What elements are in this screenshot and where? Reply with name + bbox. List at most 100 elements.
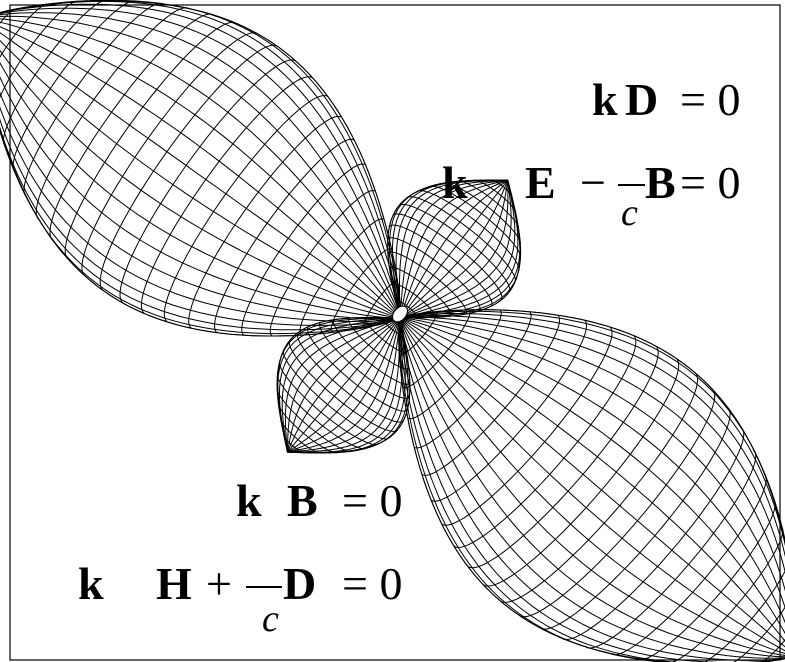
lobe-upper-small-meridian [399,180,509,319]
lobe-lower-right-meridian [398,317,785,662]
lobe-upper-small-meridian [387,179,508,319]
lobe-upper-left-meridian [0,127,401,337]
lobe-upper-small-meridian [399,179,508,319]
lobe-upper-small-meridian [399,180,512,319]
eq3-rhs: = 0 [342,475,402,526]
eq4-operator: + [206,558,232,609]
lobe-upper-small-meridian [399,179,521,319]
lobe-upper-left-meridian [0,62,401,319]
lobe-lower-small-meridian [287,317,401,453]
eq4-field: H [156,558,192,609]
lobe-lower-small-meridian [279,317,401,453]
lobe-upper-left-meridian [0,91,401,320]
lobe-upper-left-meridian [0,7,401,319]
lobe-upper-small-meridian [399,179,516,319]
eq4-c: c [262,598,279,640]
lobe-lower-right-meridian [399,316,785,574]
lobe-lower-small-meridian [287,317,401,453]
lobe-upper-left-meridian [0,0,401,319]
lobe-lower-right-meridian [399,309,785,545]
lobe-upper-left-meridian [0,129,401,335]
eq2-c: c [621,192,638,234]
lobe-lower-small-meridian [287,317,401,453]
lobe-lower-small-meridian [287,317,401,453]
eq2-field: E [525,157,556,208]
lobe-lower-small-meridian [287,317,409,454]
lobe-upper-small-meridian [399,179,519,319]
lobe-lower-small-meridian [287,317,401,453]
equation-k-dot-B: k B = 0 [236,475,402,526]
eq4-rhs: = 0 [342,558,402,609]
lobe-lower-small-meridian [281,317,401,453]
lobe-upper-small-meridian [399,179,509,319]
lobe-upper-left-meridian [0,0,401,319]
lobe-lower-right-meridian [399,317,785,662]
equation-k-cross-E: k E − c B = 0 [442,157,740,234]
equation-k-dot-D: k D = 0 [592,74,740,125]
lobe-lower-small-meridian [287,317,401,453]
lobe-lower-small-meridian [287,318,401,453]
lobe-upper-small [387,179,522,319]
lobe-upper-small-meridian [389,179,508,319]
lobe-lower-right-meridian [399,317,785,610]
lobe-upper-small-meridian [399,179,509,319]
lobe-upper-left-meridian [0,21,401,319]
lobe-upper-left-meridian [0,15,401,319]
lobe-upper-left-meridian [0,26,401,319]
lobe-upper-left [0,0,401,337]
lobe-lower-right-meridian [399,315,785,558]
lobe-upper-left-meridian [0,106,401,322]
lobe-lower-right-silhouette [398,309,785,662]
lobe-lower-right-meridian [399,317,785,662]
lobe-lower-right-meridian [399,317,785,635]
lobe-lower-right-meridian [399,317,785,652]
lobe-upper-left-meridian [0,49,401,319]
lobe-upper-left-meridian [0,18,401,319]
lobe-lower-right-meridian [399,317,785,654]
eq2-operator: − [580,157,606,208]
lobe-upper-left-meridian [0,3,401,319]
lobe-upper-small-meridian [399,179,508,319]
lobe-lower-small-meridian [287,317,401,453]
lobe-upper-small-meridian [399,179,508,319]
lobe-upper-left-meridian [0,118,401,326]
apex-core [392,305,408,323]
equation-k-cross-H: k H + c D = 0 [78,558,402,640]
lobe-lower-small-meridian [287,317,411,454]
lobe-upper-left-meridian [0,126,401,331]
lobe-lower-right-meridian [399,317,785,661]
eq1-rhs: = 0 [680,74,740,125]
lobe-upper-left-meridian [0,76,401,319]
lobe-lower-right-meridian [398,317,785,662]
lobe-upper-small-meridian [399,180,509,319]
lobe-lower-right-meridian [399,317,785,658]
lobe-lower-right [398,309,785,662]
lobe-upper-left-meridian [0,12,401,319]
lobe-lower-right-meridian [399,317,785,592]
lobe-lower-right-meridian [399,317,785,624]
lobe-lower-right-meridian [399,317,785,656]
eq4-field2: D [283,558,316,609]
eq2-rhs: = 0 [680,157,740,208]
eq1-field: D [625,74,658,125]
lobe-lower-small-meridian [284,317,401,453]
lobe-lower-small-meridian [287,317,401,453]
lobe-lower-right-meridian [399,317,785,643]
lobe-lower-right-meridian [399,310,785,542]
eq4-k: k [78,558,104,609]
lobe-upper-left-meridian [0,32,401,319]
figure-border [9,4,781,661]
lobe-upper-left-meridian [0,39,401,319]
lobe-lower-right-meridian [399,317,785,659]
lobe-lower-small [276,317,411,454]
eq3-k: k [236,475,262,526]
eq1-k: k [592,74,618,125]
eq2-field2: B [645,157,676,208]
lobe-upper-small-meridian [399,179,508,319]
lobe-lower-right-meridian [399,317,785,648]
eq2-k: k [442,157,468,208]
eq3-field: B [287,475,318,526]
lobe-lower-small-meridian [277,317,401,453]
